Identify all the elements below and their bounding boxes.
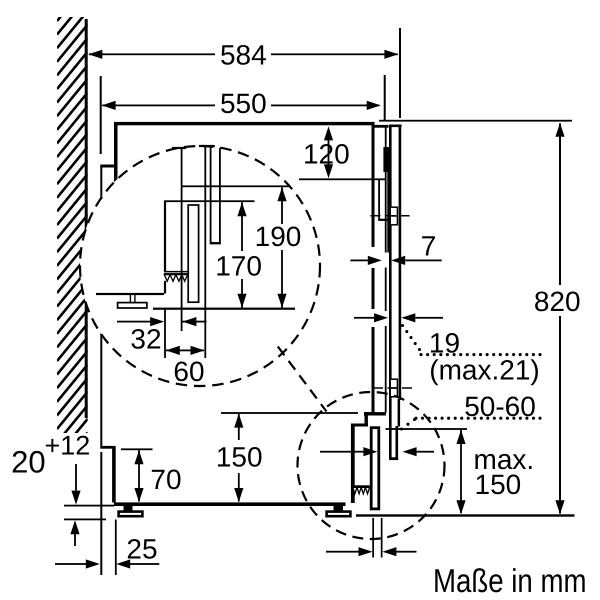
svg-text:120: 120 <box>303 139 350 170</box>
svg-text:820: 820 <box>534 286 581 317</box>
svg-text:60: 60 <box>173 356 204 387</box>
svg-text:+12: +12 <box>45 431 91 461</box>
svg-text:max.: max. <box>474 444 535 475</box>
svg-text:7: 7 <box>421 231 437 262</box>
svg-text:(max.21): (max.21) <box>429 355 539 386</box>
svg-text:25: 25 <box>126 534 157 565</box>
svg-text:190: 190 <box>255 221 302 252</box>
svg-text:20: 20 <box>11 445 45 480</box>
svg-text:584: 584 <box>220 40 267 71</box>
svg-text:70: 70 <box>150 464 181 495</box>
svg-text:150: 150 <box>475 469 522 500</box>
svg-text:32: 32 <box>130 323 161 354</box>
svg-text:50-60: 50-60 <box>464 391 536 422</box>
svg-text:150: 150 <box>216 442 263 473</box>
svg-text:Maße in mm: Maße in mm <box>433 562 587 599</box>
svg-text:170: 170 <box>215 250 262 281</box>
svg-text:550: 550 <box>220 88 267 119</box>
